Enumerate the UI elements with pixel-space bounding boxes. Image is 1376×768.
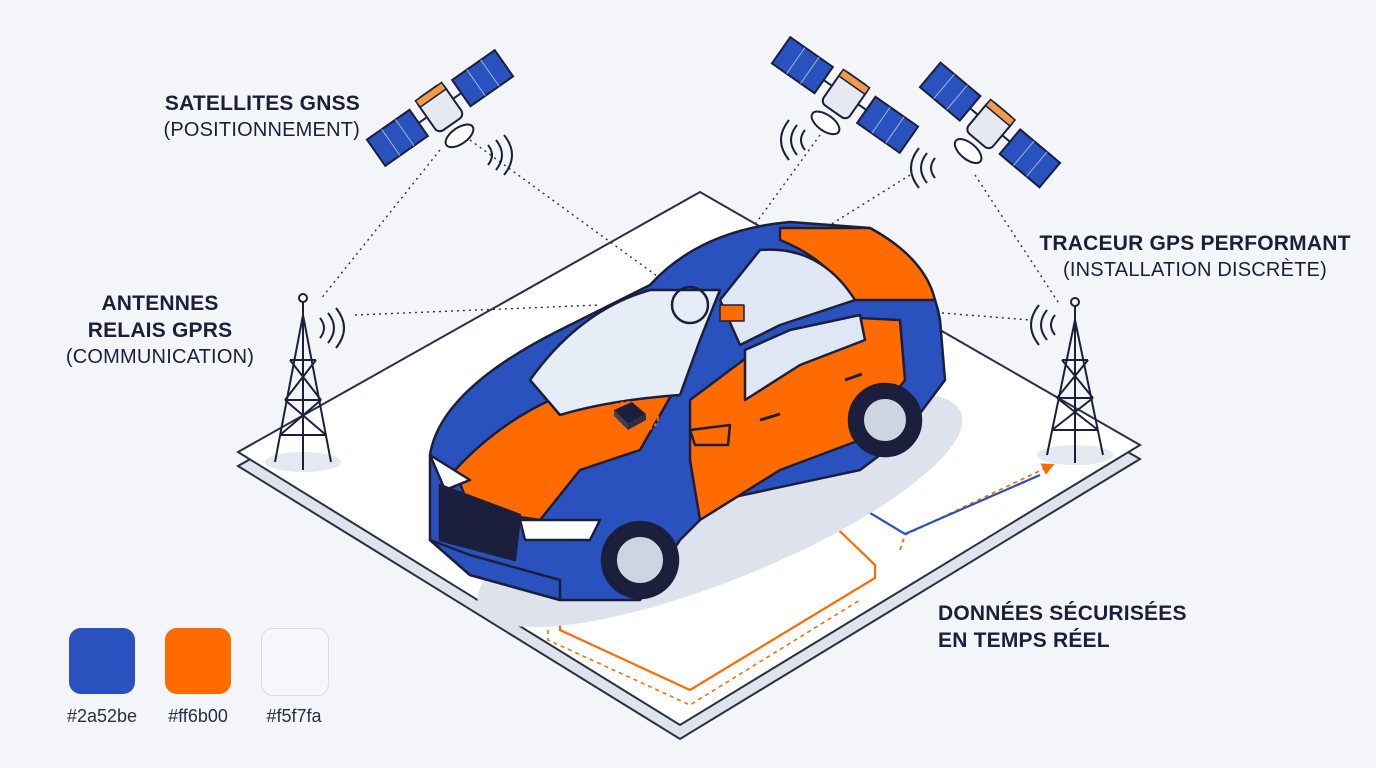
- satellites-title: SATELLITES GNSS: [164, 92, 360, 115]
- swatch-light: [261, 628, 329, 696]
- antennas-line1: ANTENNES: [101, 292, 219, 315]
- satellite-icon: [365, 48, 515, 168]
- antennas-line2: RELAIS GPRS: [87, 319, 233, 342]
- satellite-icon: [918, 61, 1062, 189]
- swatch-orange: [165, 628, 231, 694]
- swatch-blue: [69, 628, 135, 694]
- swatch-code-light: #f5f7fa: [266, 706, 322, 726]
- tracker-label: TRACEUR GPS PERFORMANT (INSTALLATION DIS…: [1030, 230, 1360, 284]
- gps-tracker-icon: [601, 401, 659, 435]
- satellite-icon: [770, 35, 920, 155]
- data-line1: DONNÉES SÉCURISÉES: [938, 602, 1187, 625]
- antennas-subtitle: (COMMUNICATION): [65, 346, 255, 368]
- data-line2: EN TEMPS RÉEL: [938, 629, 1110, 652]
- antennas-label: ANTENNES RELAIS GPRS (COMMUNICATION): [40, 290, 280, 371]
- tracker-title: TRACEUR GPS PERFORMANT: [1039, 232, 1351, 255]
- data-label: DONNÉES SÉCURISÉES EN TEMPS RÉEL: [938, 600, 1238, 654]
- antenna-tower-icon: [265, 293, 341, 472]
- signal-wave-icon: [319, 119, 1056, 349]
- swatch-code-orange: #ff6b00: [168, 706, 228, 726]
- antenna-tower-icon: [1037, 297, 1113, 465]
- tracker-subtitle: (INSTALLATION DISCRÈTE): [1063, 259, 1327, 281]
- swatch-code-blue: #2a52be: [66, 706, 138, 726]
- satellites-label: SATELLITES GNSS (POSITIONNEMENT): [150, 90, 360, 144]
- satellites-subtitle: (POSITIONNEMENT): [163, 119, 360, 141]
- signal-links: [319, 134, 1061, 321]
